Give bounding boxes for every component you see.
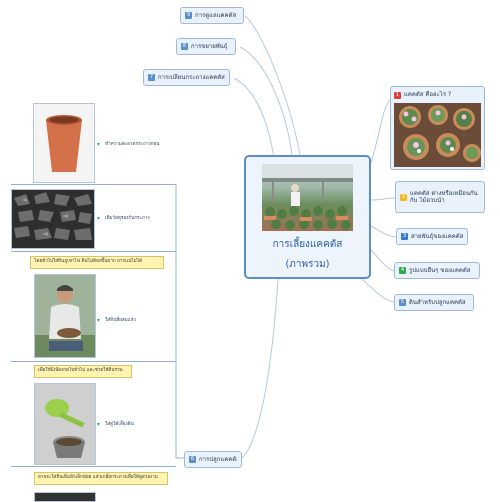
step-soil-note: โดยทั่วไปใส่หินภูเขาไฟ ดินไม่ต้องขึ้นมาก…	[30, 256, 164, 269]
pin-icon: ▾	[97, 215, 101, 222]
step-fill-note: เพื่อให้มีเพียงกดไปทั่วไป และช่วยให้ดินร…	[34, 365, 132, 378]
drainage-stones-photo	[11, 189, 95, 249]
step-fill-caption: ▾ ใส่ดูได้เลี้ยงดิน	[97, 421, 134, 428]
topic-number-badge: 6	[189, 456, 196, 463]
central-subtitle: (ภาพรวม)	[285, 259, 330, 270]
topic-label: ดินสำหรับปลูกแคคตัส	[409, 298, 466, 306]
topic-repotting[interactable]: 7 การเปลี่ยนกระถางแคคตัส	[143, 69, 230, 86]
finished-pot-photo	[34, 492, 96, 502]
topic-number-badge: 9	[185, 12, 192, 19]
step-divider	[11, 361, 176, 362]
step-divider	[11, 251, 176, 252]
topic-number-badge: 1	[394, 91, 401, 99]
topic-cactus-care[interactable]: 9 การดูแลแคคตัส	[180, 7, 244, 24]
topic-what-is-cactus[interactable]: 1 แคคตัส คืออะไร ?	[390, 86, 485, 170]
topic-label: การดูแลแคคตัส	[195, 11, 237, 19]
step-divider	[11, 466, 176, 467]
topic-label-line2: กับ ไม้อวบน้ำ	[410, 197, 445, 204]
central-topic[interactable]: การเลี้ยงแคคตัส (ภาพรวม)	[244, 155, 371, 279]
central-title: การเลี้ยงแคคตัส	[272, 239, 343, 250]
step-decorate-note: อาจจะใส่หินเพิ่มอีกเล็กน้อย แล้วเกลี่ยกร…	[34, 472, 168, 485]
step-clean-pot-caption: ▾ ทำความสะอาดกระถางก่อน	[97, 141, 159, 148]
topic-label: การปลูกแคคตัส	[199, 455, 237, 463]
caption-text: ทำความสะอาดกระถางก่อน	[105, 142, 160, 147]
pin-icon: ▾	[97, 317, 101, 324]
topic-number-badge: 8	[181, 43, 188, 50]
caption-text: ใส่ดูได้เลี้ยงดิน	[105, 422, 134, 427]
topic-label: การเปลี่ยนกระถางแคคตัส	[158, 73, 225, 81]
topic-label: รูปแบบอื่นๆ ของแคคตัส	[409, 266, 471, 274]
cactus-pots-photo	[394, 103, 481, 167]
topic-planting[interactable]: 6 การปลูกแคคตัส	[184, 451, 242, 468]
step-add-mix-caption: ▾ ใส่หินที่ผสมแล้ว	[97, 317, 136, 324]
step-divider	[11, 184, 176, 185]
topic-other-forms[interactable]: 4 รูปแบบอื่นๆ ของแคคตัส	[394, 262, 480, 279]
pin-icon: ▾	[97, 141, 101, 148]
topic-cactus-soil[interactable]: 5 ดินสำหรับปลูกแคคตัส	[394, 294, 474, 311]
empty-pot-photo	[33, 103, 95, 183]
caption-text: เติมวัสดุรองก้นกระถาง	[105, 216, 150, 221]
topic-label: แคคตัส ต่างหรือเหมือนกัน	[410, 189, 478, 197]
topic-label: แคคตัส คืออะไร ?	[404, 91, 452, 99]
topic-propagation[interactable]: 8 การขยายพันธุ์	[176, 38, 236, 55]
topic-label: การขยายพันธุ์	[191, 42, 228, 50]
topic-number-badge: 5	[399, 299, 406, 306]
topic-number-badge: 4	[399, 267, 406, 274]
person-mixing-soil-photo	[34, 274, 96, 358]
caption-text: ใส่หินที่ผสมแล้ว	[105, 318, 137, 323]
pin-icon: ▾	[97, 421, 101, 428]
topic-cactus-vs-succulent[interactable]: 2 แคคตัส ต่างหรือเหมือนกัน กับ ไม้อวบน้ำ	[395, 181, 485, 213]
topic-number-badge: 2	[400, 193, 407, 201]
step-drainage-caption: ▾ เติมวัสดุรองก้นกระถาง	[97, 215, 150, 222]
topic-label: สายพันธุ์ของแคคตัส	[411, 232, 463, 240]
topic-number-badge: 7	[148, 74, 155, 81]
topic-cactus-species[interactable]: 3 สายพันธุ์ของแคคตัส	[396, 228, 468, 245]
cactus-nursery-photo	[262, 164, 353, 231]
scoop-soil-photo	[34, 383, 96, 465]
topic-number-badge: 3	[401, 233, 408, 240]
